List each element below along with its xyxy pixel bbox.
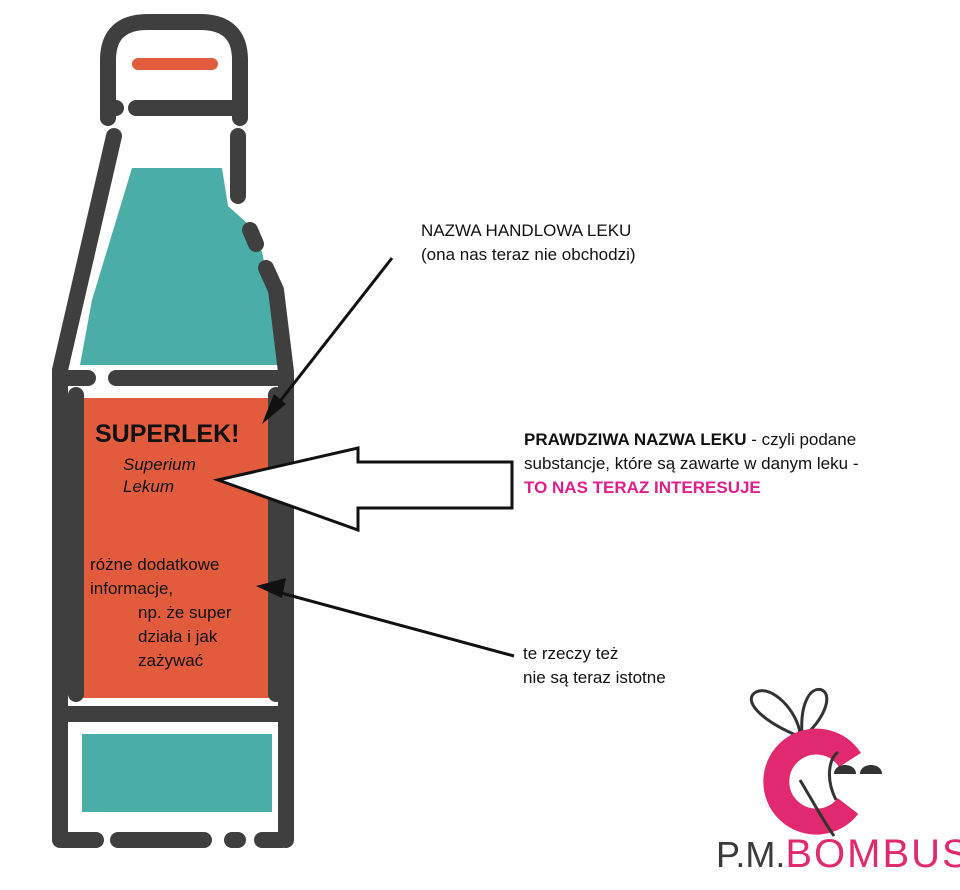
annotation-real-name: PRAWDZIWA NAZWA LEKU - czyli podane subs… [524,428,858,500]
arrow-other-info [256,578,515,658]
annotation-text: - czyli podane [746,430,857,449]
label-info-line: działa i jak [138,627,218,646]
label-info-line: różne dodatkowe [90,555,220,574]
label-extra-info: różne dodatkowe informacje, np. że super… [90,553,232,673]
annotation-line: NAZWA HANDLOWA LEKU [421,221,632,240]
annotation-trade-name: NAZWA HANDLOWA LEKU (ona nas teraz nie o… [421,219,636,267]
logo-prefix: P.M. [716,834,786,875]
label-brand-name: SUPERLEK! [95,420,240,448]
arrow-real-name [212,446,514,533]
label-info-line: informacje, [90,579,174,598]
label-info-line: np. że super [138,603,232,622]
label-latin-line: Superium [123,455,196,474]
annotation-other-info: te rzeczy też nie są teraz istotne [523,642,666,690]
logo-name: BOMBUS [785,832,960,876]
bombus-logo-text: P.M.BOMBUS [716,832,960,877]
annotation-line: te rzeczy też [523,644,619,663]
label-info-line: zażywać [138,651,204,670]
annotation-bold: PRAWDZIWA NAZWA LEKU [524,430,747,449]
annotation-line: nie są teraz istotne [523,668,666,687]
bottle-label [82,398,272,698]
annotation-line: substancje, które są zawarte w danym lek… [524,454,859,473]
bottle-outline [52,128,294,848]
label-latin-line: Lekum [123,477,175,496]
label-latin-name: Superium Lekum [123,454,196,498]
annotation-line: (ona nas teraz nie obchodzi) [421,245,636,264]
annotation-highlight: TO NAS TERAZ INTERESUJE [524,478,761,497]
bombus-bee-icon [749,688,882,837]
bottle-liquid-bottom [82,734,272,812]
bottle-liquid-top [80,168,280,365]
arrow-trade-name [262,257,394,424]
bottle-cap [100,14,248,126]
